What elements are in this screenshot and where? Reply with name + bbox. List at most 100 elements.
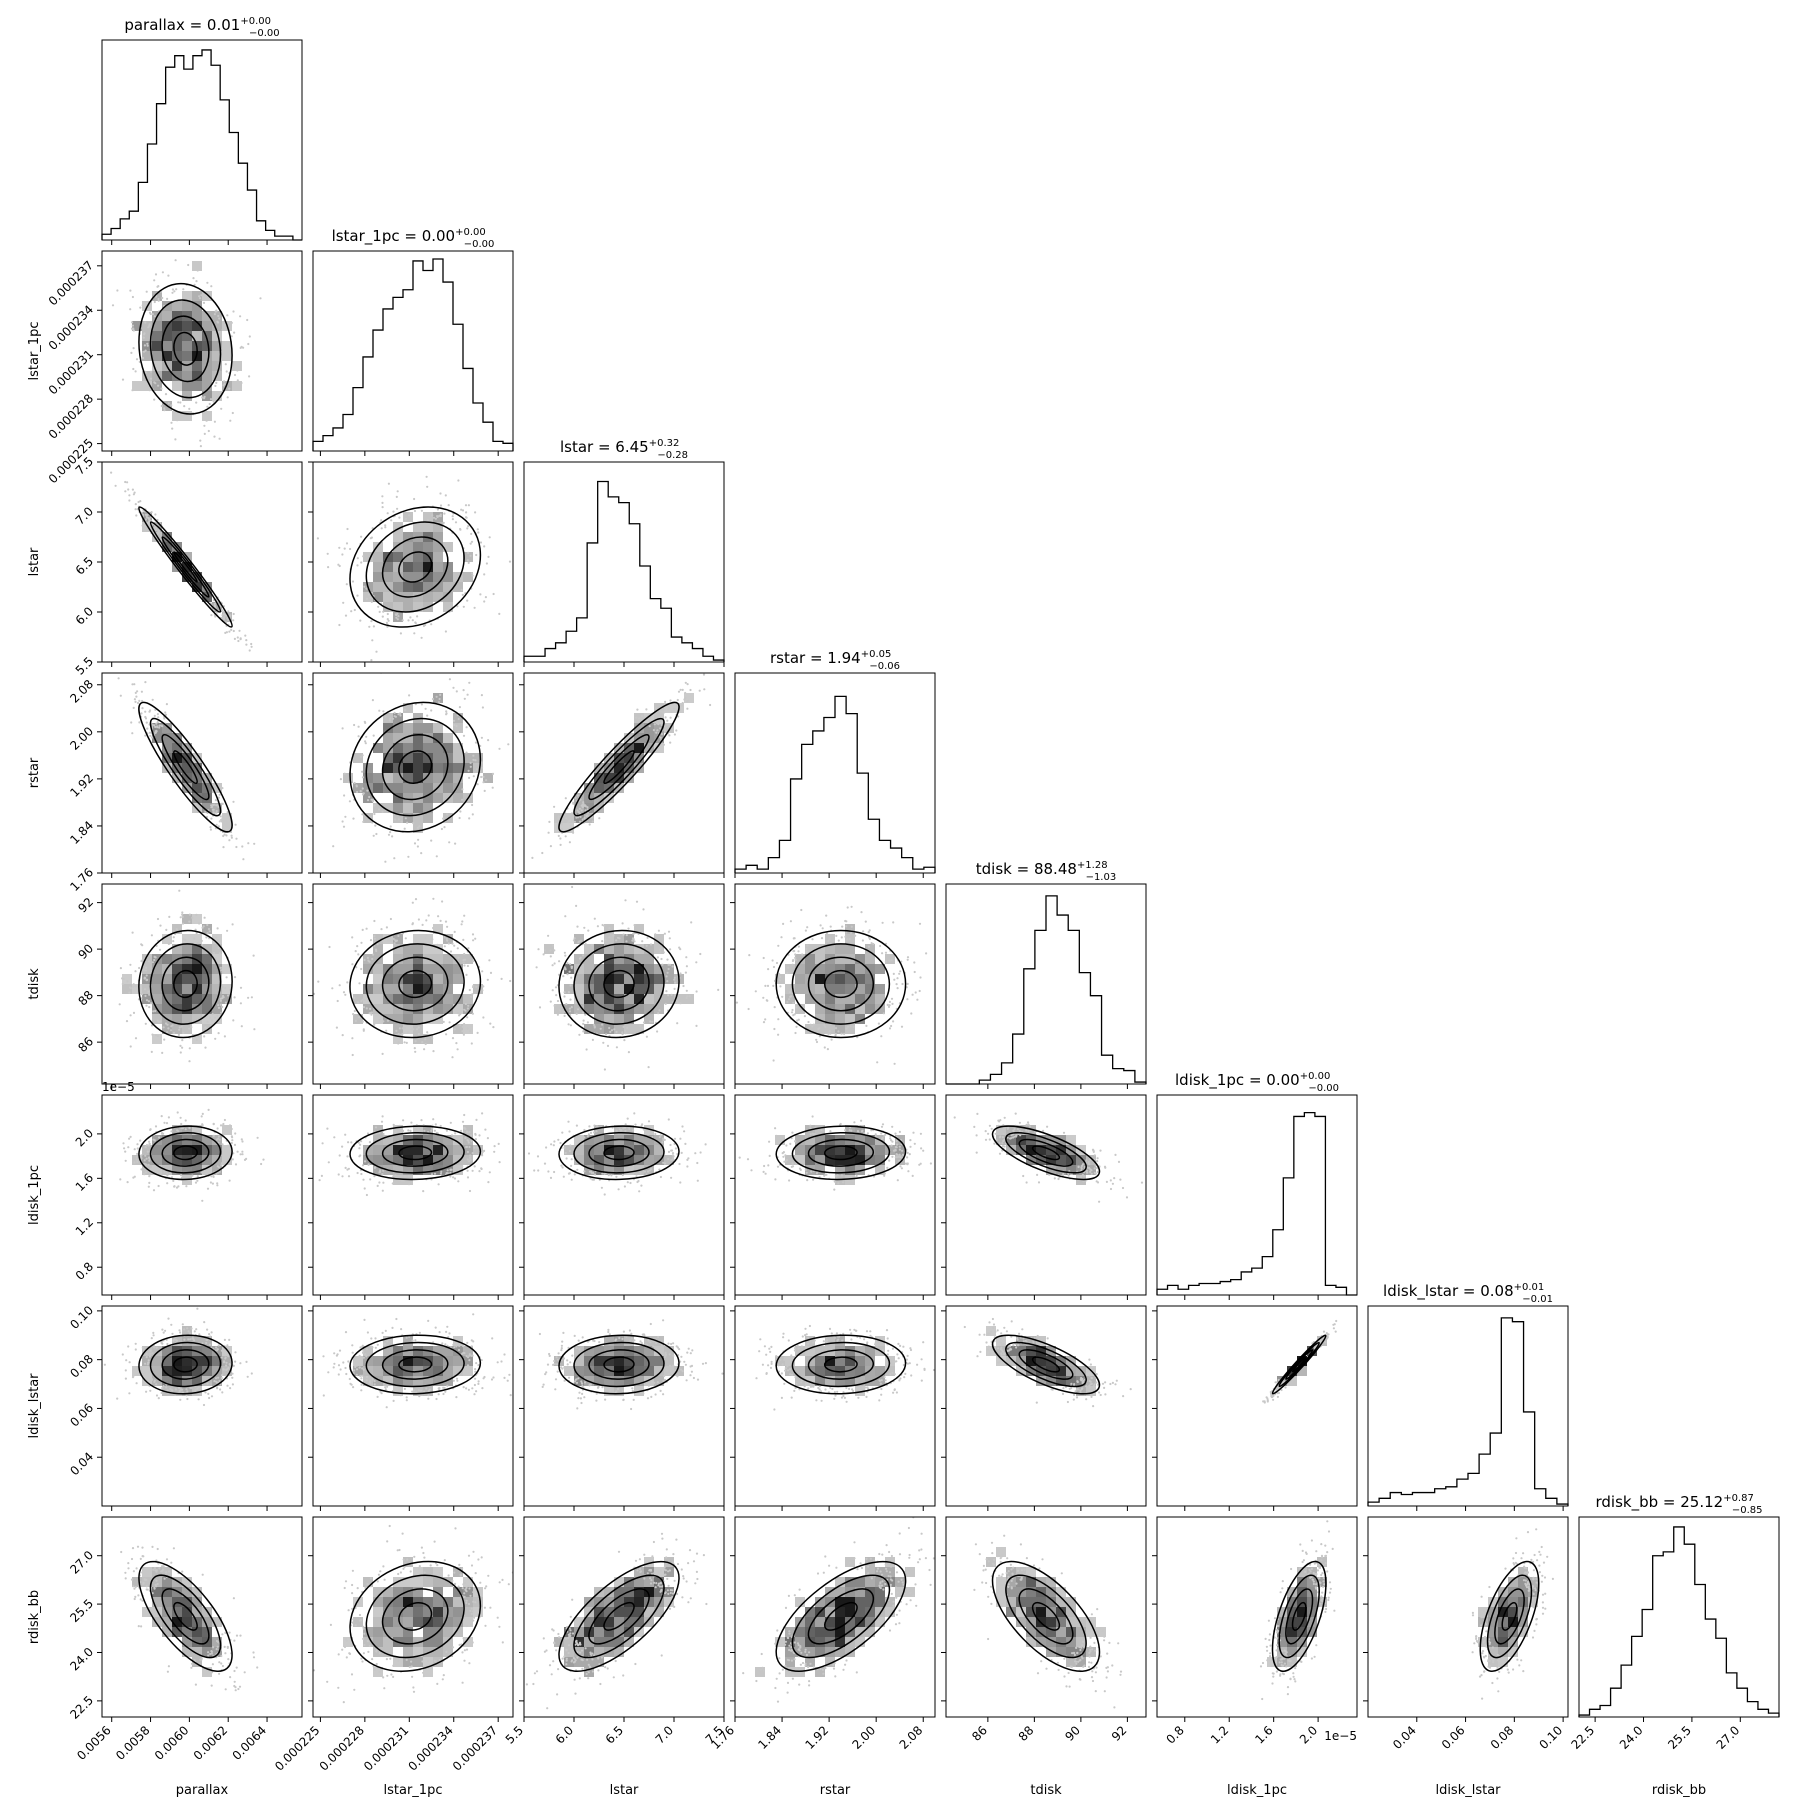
sample-point bbox=[609, 1030, 612, 1033]
density-cell bbox=[584, 1346, 594, 1356]
sample-point bbox=[140, 1366, 143, 1369]
sample-point bbox=[231, 1136, 234, 1139]
sample-point bbox=[374, 1346, 377, 1349]
sample-point bbox=[206, 405, 209, 408]
sample-point bbox=[664, 716, 667, 719]
density-cell bbox=[614, 763, 624, 773]
density-cell bbox=[453, 1145, 463, 1155]
sample-point bbox=[667, 967, 670, 971]
density-cell bbox=[413, 572, 423, 582]
density-cell bbox=[604, 964, 614, 974]
sample-point bbox=[451, 1056, 454, 1059]
sample-point bbox=[226, 1353, 229, 1356]
sample-point bbox=[565, 1157, 568, 1160]
sample-point bbox=[1076, 1380, 1079, 1384]
sample-point bbox=[143, 976, 146, 979]
density-cell bbox=[845, 1014, 855, 1024]
density-cell bbox=[182, 964, 192, 974]
sample-point bbox=[213, 602, 216, 606]
sample-point bbox=[359, 1143, 362, 1146]
sample-point bbox=[470, 1134, 473, 1137]
sample-point bbox=[473, 1165, 476, 1168]
sample-point bbox=[425, 475, 428, 478]
sample-point bbox=[233, 1143, 237, 1146]
sample-point bbox=[230, 1141, 233, 1145]
sample-point bbox=[353, 723, 356, 727]
sample-point bbox=[380, 1120, 384, 1123]
scatter-panel-ldisk_1pc-vs-parallax bbox=[101, 1094, 303, 1296]
sample-point bbox=[617, 1188, 620, 1191]
sample-point bbox=[597, 1385, 600, 1388]
sample-point bbox=[468, 681, 471, 684]
sample-point bbox=[840, 1174, 844, 1177]
sample-point bbox=[148, 525, 151, 528]
sample-point bbox=[159, 924, 162, 927]
contour-level-3 bbox=[1005, 1132, 1087, 1174]
sample-point bbox=[148, 954, 151, 957]
sample-point bbox=[555, 994, 558, 997]
sample-point bbox=[241, 845, 244, 848]
sample-point bbox=[209, 1181, 212, 1184]
density-cell bbox=[594, 994, 604, 1004]
sample-point bbox=[466, 1150, 469, 1154]
sample-point bbox=[316, 537, 319, 540]
sample-point bbox=[473, 1393, 476, 1396]
sample-point bbox=[468, 1160, 471, 1163]
density-cell bbox=[634, 753, 644, 763]
sample-point bbox=[1018, 1129, 1021, 1132]
sample-point bbox=[183, 293, 186, 296]
density-cell bbox=[192, 311, 202, 321]
density-cell bbox=[212, 954, 222, 964]
sample-point bbox=[667, 930, 671, 933]
density-cell bbox=[182, 1336, 192, 1346]
density-cell bbox=[594, 1155, 604, 1165]
density-cell bbox=[624, 1155, 634, 1165]
density-cell bbox=[353, 753, 363, 763]
sample-point bbox=[366, 1331, 369, 1334]
sample-point bbox=[936, 1011, 938, 1013]
sample-point bbox=[782, 1151, 786, 1154]
sample-point bbox=[442, 817, 445, 820]
sample-point bbox=[805, 1333, 808, 1336]
sample-point bbox=[148, 1140, 151, 1143]
density-cell bbox=[654, 984, 664, 994]
contour-level-4 bbox=[138, 1334, 233, 1395]
sample-point bbox=[223, 1158, 227, 1161]
sample-point bbox=[804, 929, 808, 932]
sample-point bbox=[1001, 1136, 1005, 1139]
sample-point bbox=[197, 1398, 200, 1401]
sample-point bbox=[212, 951, 215, 955]
sample-point bbox=[401, 1027, 404, 1030]
sample-point bbox=[203, 916, 206, 919]
sample-point bbox=[226, 314, 229, 317]
sample-point bbox=[892, 921, 895, 924]
sample-point bbox=[900, 1025, 904, 1028]
scatter-panel-ldisk_lstar-vs-lstar_1pc bbox=[312, 1305, 514, 1507]
sample-point bbox=[365, 735, 368, 738]
sample-point bbox=[580, 1380, 583, 1383]
sample-point bbox=[685, 956, 688, 959]
density-cell bbox=[855, 984, 865, 994]
sample-point bbox=[197, 267, 200, 270]
sample-point bbox=[579, 798, 582, 801]
sample-point bbox=[442, 1020, 445, 1024]
density-cell bbox=[1016, 1125, 1026, 1135]
density-cell bbox=[594, 783, 604, 793]
sample-point bbox=[467, 947, 470, 950]
density-cell bbox=[654, 944, 664, 954]
sample-point bbox=[852, 1025, 855, 1028]
sample-point bbox=[155, 1383, 158, 1386]
sample-point bbox=[812, 1178, 815, 1181]
sample-point bbox=[142, 509, 145, 512]
sample-point bbox=[576, 1407, 579, 1410]
sample-point bbox=[575, 1012, 578, 1016]
sample-point bbox=[384, 1329, 387, 1332]
density-cell bbox=[825, 964, 835, 974]
density-cell bbox=[383, 803, 393, 813]
sample-point bbox=[407, 1175, 411, 1178]
sample-point bbox=[797, 945, 801, 948]
density-cell bbox=[845, 1376, 855, 1386]
sample-point bbox=[431, 514, 434, 517]
sample-point bbox=[765, 1372, 768, 1375]
hist-panel-tdisk: tdisk = 88.48+1.28−1.03 bbox=[945, 860, 1147, 1085]
